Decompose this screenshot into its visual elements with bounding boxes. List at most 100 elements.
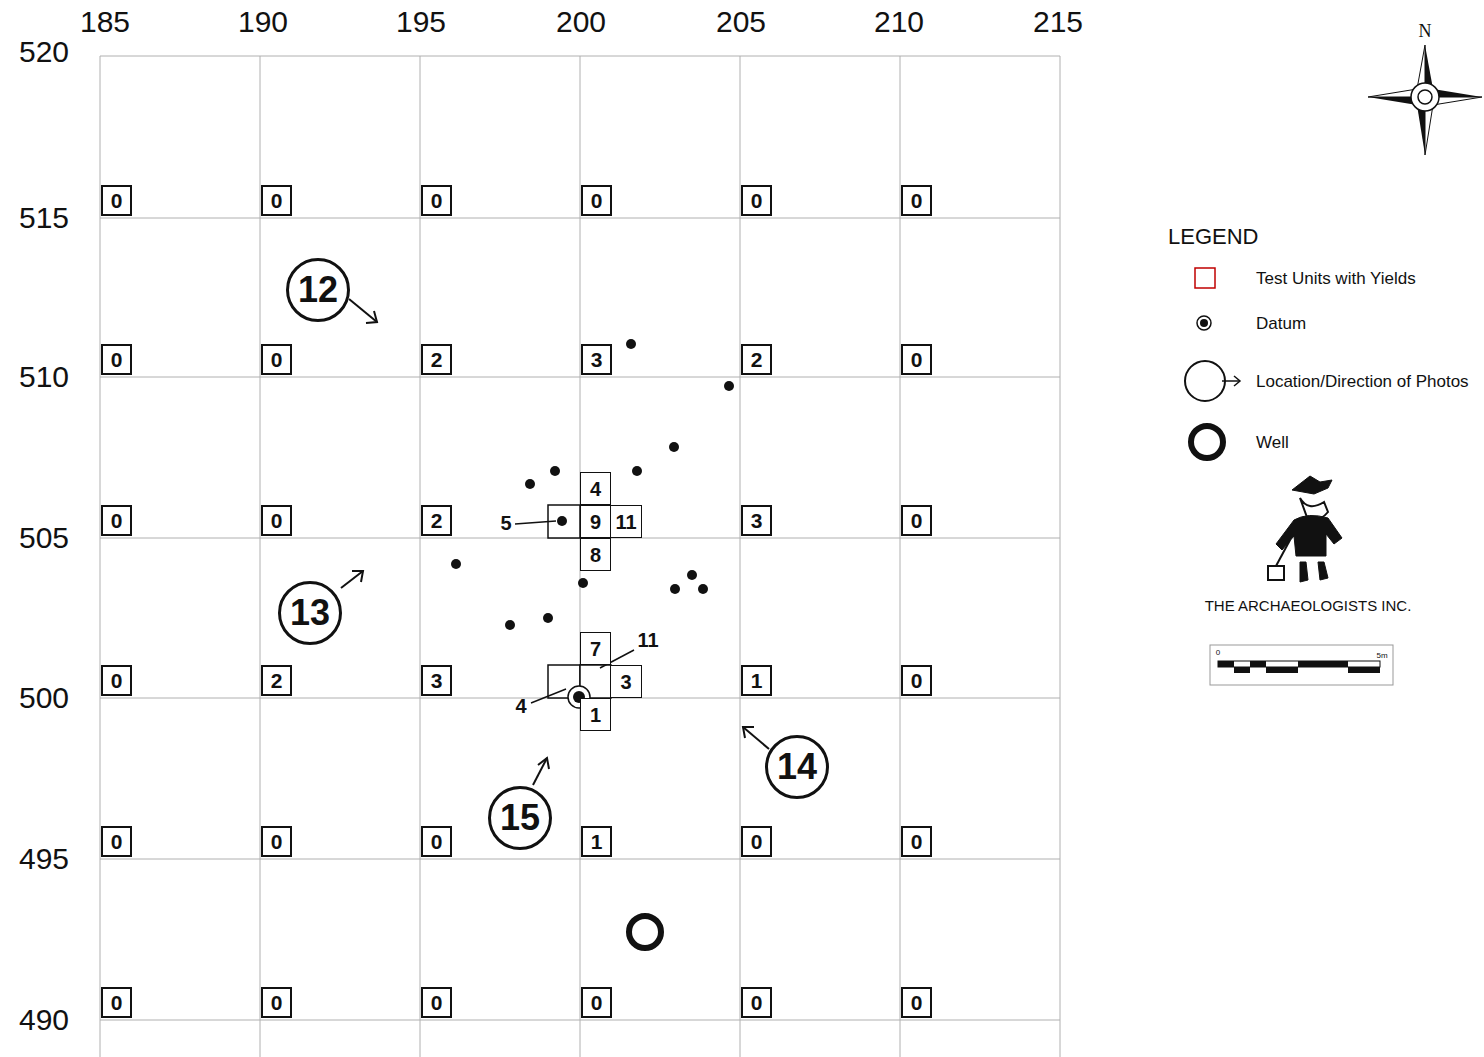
- map-label: LEGEND: [1168, 226, 1258, 248]
- test-unit-yield: 2: [261, 665, 292, 696]
- excavation-unit: 9: [580, 505, 611, 538]
- unit-label: 0: [111, 349, 123, 370]
- grid-lines: [100, 56, 1060, 1057]
- legend-entry: Well: [1256, 434, 1289, 451]
- compass-rose: [1368, 45, 1482, 155]
- test-unit-yield: 3: [421, 665, 452, 696]
- grid-coordinate: 510: [19, 362, 69, 392]
- test-unit-yield: 0: [101, 826, 132, 857]
- photo-callout: 14: [765, 735, 829, 799]
- test-unit-yield: 0: [101, 987, 132, 1018]
- unit-label: 2: [431, 349, 443, 370]
- well-symbol: [629, 916, 661, 948]
- unit-label: 8: [590, 545, 601, 565]
- unit-label: 0: [911, 190, 923, 211]
- test-unit-yield: 0: [261, 826, 292, 857]
- unit-label: 12: [298, 272, 338, 308]
- test-unit-yield: 0: [741, 826, 772, 857]
- unit-label: 9: [590, 512, 601, 532]
- test-unit-yield: 0: [421, 185, 452, 216]
- callout-number: 11: [637, 630, 658, 650]
- unit-label: 0: [431, 831, 443, 852]
- scale-bar: [1210, 645, 1393, 685]
- test-unit-yield: 0: [901, 987, 932, 1018]
- photo-callout: 13: [278, 581, 342, 645]
- test-unit-yield: 3: [741, 505, 772, 536]
- test-unit-yield: 0: [101, 505, 132, 536]
- test-unit-yield: 0: [741, 185, 772, 216]
- unit-label: 0: [271, 831, 283, 852]
- test-unit-yield: 0: [101, 665, 132, 696]
- callout-number: 4: [515, 696, 526, 716]
- test-unit-yield: 2: [421, 344, 452, 375]
- test-unit-yield: 0: [901, 665, 932, 696]
- grid-coordinate: 495: [19, 844, 69, 874]
- test-unit-yield: 0: [901, 185, 932, 216]
- excavation-unit: 8: [580, 538, 611, 571]
- unit-label: 0: [271, 992, 283, 1013]
- test-unit-yield: 0: [741, 987, 772, 1018]
- test-unit-yield: 0: [261, 185, 292, 216]
- test-unit-yield: 1: [741, 665, 772, 696]
- excavation-unit: 7: [580, 632, 611, 665]
- unit-label: 0: [751, 992, 763, 1013]
- excavation-unit: 3: [610, 665, 642, 698]
- test-unit-yield: 0: [581, 987, 612, 1018]
- photo-callout: 15: [488, 786, 552, 850]
- unit-label: 7: [590, 639, 601, 659]
- legend-entry: Location/Direction of Photos: [1256, 373, 1469, 390]
- unit-label: 0: [271, 190, 283, 211]
- unit-label: 0: [111, 510, 123, 531]
- unit-label: 3: [431, 670, 443, 691]
- photo-callout: 12: [286, 258, 350, 322]
- test-unit-yield: 0: [581, 185, 612, 216]
- legend-entry: Datum: [1256, 315, 1306, 332]
- test-unit-yield: 0: [101, 344, 132, 375]
- grid-coordinate: 200: [556, 7, 606, 37]
- unit-label: 1: [751, 670, 763, 691]
- test-unit-yield: 2: [421, 505, 452, 536]
- test-unit-yield: 2: [741, 344, 772, 375]
- unit-label: 0: [431, 992, 443, 1013]
- excavation-unit: 1: [580, 698, 611, 731]
- unit-label: 0: [591, 992, 603, 1013]
- unit-label: 2: [751, 349, 763, 370]
- map-label: 0: [1216, 649, 1220, 657]
- unit-label: 0: [271, 349, 283, 370]
- test-unit-yield: 0: [101, 185, 132, 216]
- test-unit-yield: 0: [421, 987, 452, 1018]
- legend-symbols: [1185, 268, 1240, 458]
- unit-label: 0: [911, 831, 923, 852]
- grid-coordinate: 190: [238, 7, 288, 37]
- grid-coordinate: 520: [19, 37, 69, 67]
- find-dots: [451, 339, 734, 630]
- unit-label: 3: [591, 349, 603, 370]
- unit-label: 0: [111, 992, 123, 1013]
- unit-label: 0: [431, 190, 443, 211]
- map-label: THE ARCHAEOLOGISTS INC.: [1205, 598, 1412, 613]
- test-unit-yield: 3: [581, 344, 612, 375]
- unit-label: 14: [777, 749, 817, 785]
- legend-entry: Test Units with Yields: [1256, 270, 1416, 287]
- grid-coordinate: 505: [19, 523, 69, 553]
- unit-label: 1: [590, 705, 601, 725]
- test-unit-yield: 0: [421, 826, 452, 857]
- unit-label: 2: [271, 670, 283, 691]
- grid-coordinate: 515: [19, 203, 69, 233]
- callout-number: 5: [500, 513, 511, 533]
- unit-label: 0: [911, 510, 923, 531]
- unit-label: 0: [111, 190, 123, 211]
- grid-coordinate: 195: [396, 7, 446, 37]
- test-unit-yield: 0: [261, 344, 292, 375]
- unit-label: 0: [111, 831, 123, 852]
- unit-label: 3: [751, 510, 763, 531]
- empty-units: [548, 505, 611, 698]
- unit-label: 3: [620, 672, 631, 692]
- test-unit-yield: 0: [901, 826, 932, 857]
- photo-arrows: [341, 299, 769, 785]
- test-unit-yield: 0: [261, 505, 292, 536]
- test-unit-yield: 0: [261, 987, 292, 1018]
- unit-label: 0: [911, 349, 923, 370]
- unit-label: 0: [911, 992, 923, 1013]
- unit-label: 0: [271, 510, 283, 531]
